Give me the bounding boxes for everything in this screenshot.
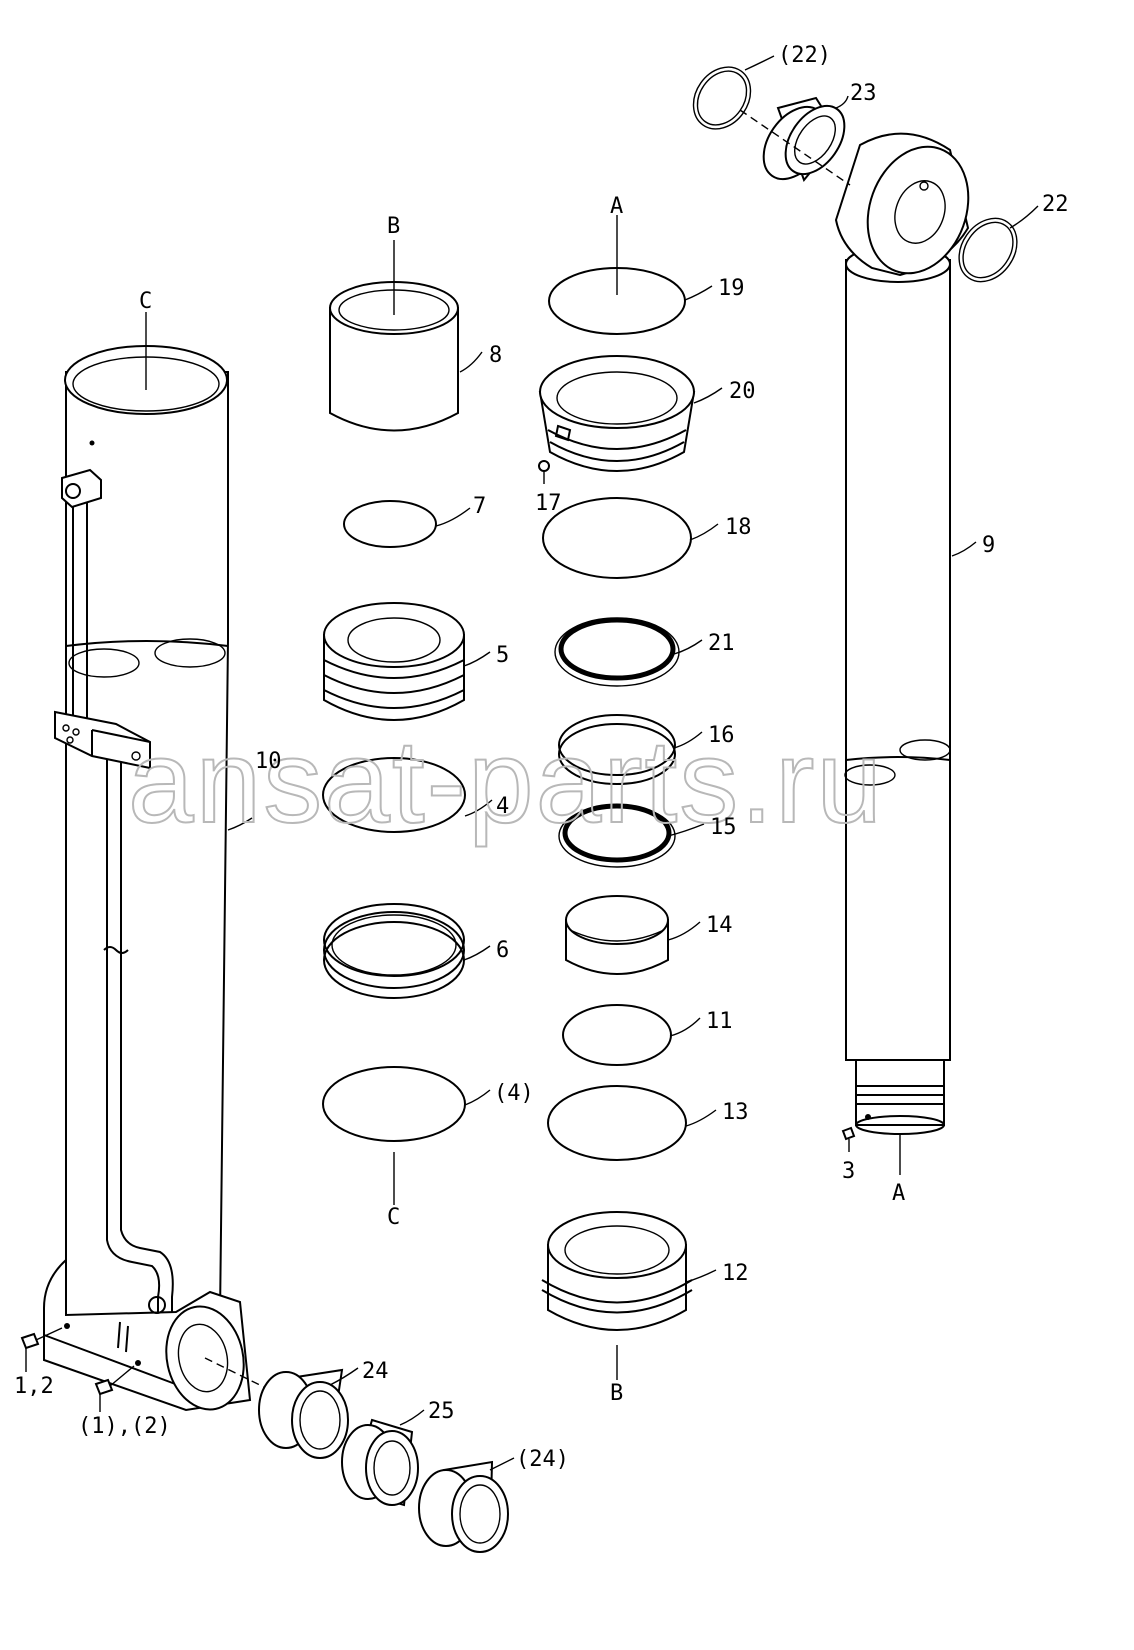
callout-8: 8 xyxy=(489,343,502,368)
watermark: ansat-parts.ru xyxy=(128,716,884,848)
grease-fitting xyxy=(20,1327,63,1350)
grease-fitting xyxy=(94,1365,135,1396)
snap-ring-upper xyxy=(692,66,752,130)
part-12-bushing xyxy=(541,1211,693,1331)
section-ref-c-bottom: C xyxy=(387,1205,400,1230)
callout-23: 23 xyxy=(850,81,877,106)
callout-4: 4 xyxy=(496,794,509,819)
part-15-seal xyxy=(558,803,676,868)
callout-1-2-paren: (1),(2) xyxy=(78,1414,171,1439)
callout-6: 6 xyxy=(496,938,509,963)
part-24-bushing-repeat xyxy=(418,1460,509,1553)
callout-13: 13 xyxy=(722,1100,749,1125)
part-4-ring-repeat xyxy=(322,1066,466,1142)
part-25-bushing xyxy=(341,1418,419,1507)
leader-lines xyxy=(145,55,1039,1471)
part-13-ring xyxy=(547,1085,687,1161)
callout-24-paren: (24) xyxy=(516,1447,569,1472)
callout-24: 24 xyxy=(362,1359,389,1384)
callout-19: 19 xyxy=(718,276,745,301)
part-18-ring xyxy=(542,497,692,579)
callout-21: 21 xyxy=(708,631,735,656)
callout-20: 20 xyxy=(729,379,756,404)
cylinder-tube xyxy=(20,345,271,1412)
callout-22: 22 xyxy=(1042,192,1069,217)
part-6-seal xyxy=(323,903,465,999)
section-ref-c-top: C xyxy=(139,289,152,314)
callout-18: 18 xyxy=(725,515,752,540)
callout-12: 12 xyxy=(722,1261,749,1286)
callout-17: 17 xyxy=(535,491,562,516)
callout-10: 10 xyxy=(255,749,282,774)
callout-4-paren: (4) xyxy=(494,1081,534,1106)
section-ref-a-bottom: A xyxy=(892,1181,905,1206)
piston-rod xyxy=(834,132,970,1175)
callout-14: 14 xyxy=(706,913,733,938)
part-16-seal xyxy=(558,714,676,785)
section-ref-b-top: B xyxy=(387,214,400,239)
callout-22-paren: (22) xyxy=(778,43,831,68)
callout-5: 5 xyxy=(496,643,509,668)
callout-15: 15 xyxy=(710,815,737,840)
snap-ring-right xyxy=(958,217,1018,283)
part-21-seal xyxy=(554,617,680,687)
part-24-bushing xyxy=(258,1368,349,1459)
callout-16: 16 xyxy=(708,723,735,748)
part-4-ring xyxy=(322,757,466,833)
section-ref-a-top: A xyxy=(610,194,623,219)
callout-1-2: 1,2 xyxy=(14,1374,54,1399)
callout-3: 3 xyxy=(842,1159,855,1184)
callout-7: 7 xyxy=(473,494,486,519)
part-5-piston xyxy=(323,602,465,721)
part-7-ring xyxy=(343,500,437,548)
part-14-band xyxy=(565,895,669,975)
part-20-rod-cover xyxy=(538,355,696,472)
callout-9: 9 xyxy=(982,533,995,558)
callout-11: 11 xyxy=(706,1009,733,1034)
rod-eye-bushing xyxy=(762,96,846,182)
part-11-ring xyxy=(562,1004,672,1066)
section-ref-b-bottom: B xyxy=(610,1381,623,1406)
callout-25: 25 xyxy=(428,1399,455,1424)
